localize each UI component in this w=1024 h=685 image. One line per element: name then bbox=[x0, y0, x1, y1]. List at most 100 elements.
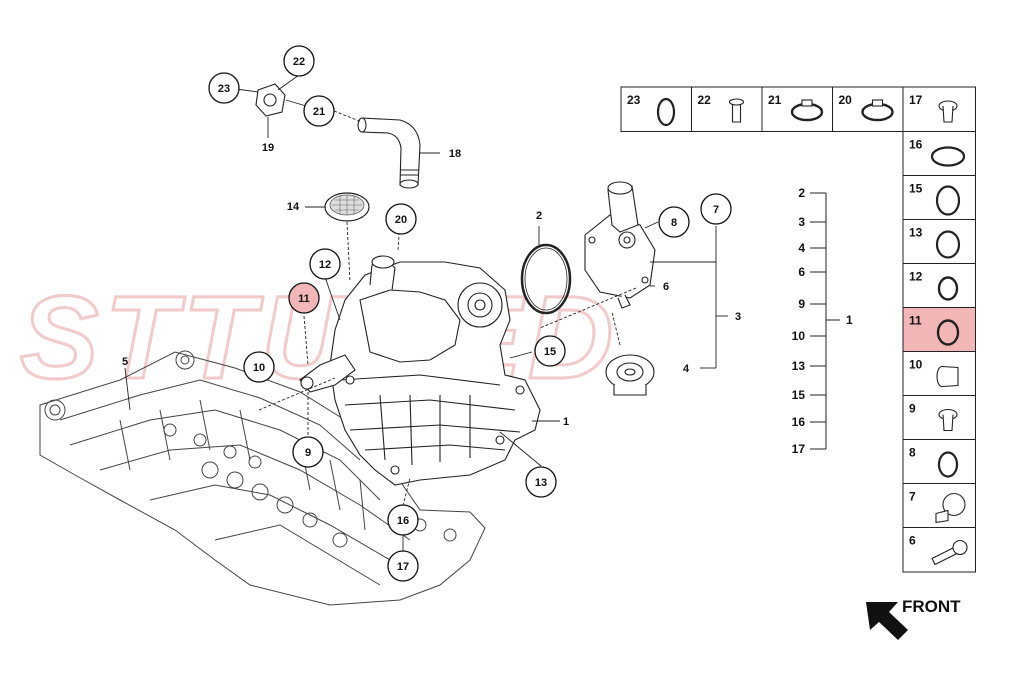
o-ring-icon bbox=[937, 276, 959, 301]
parts-cell-number: 10 bbox=[909, 358, 923, 372]
tree-row-label: 9 bbox=[798, 297, 805, 311]
callout-circle bbox=[658, 206, 690, 238]
callout-12: 12 bbox=[309, 248, 341, 280]
callout-22: 22 bbox=[283, 45, 315, 77]
parts-cell-box bbox=[902, 86, 976, 132]
pin-head-icon bbox=[728, 98, 745, 106]
callout-number: 17 bbox=[397, 561, 409, 573]
callout-number: 7 bbox=[713, 204, 719, 216]
tree-row-9: 9 bbox=[798, 297, 826, 311]
callout-number: 14 bbox=[287, 201, 300, 213]
callout-5: 5 bbox=[122, 356, 128, 368]
callout-number: 19 bbox=[262, 142, 274, 154]
o-ring-icon bbox=[656, 97, 676, 127]
tree-row-label: 17 bbox=[792, 442, 806, 456]
callout-number: 13 bbox=[535, 477, 547, 489]
clamp-tab-icon bbox=[871, 99, 884, 107]
parts-cell-21: 21 bbox=[761, 86, 835, 132]
callout-number: 4 bbox=[683, 363, 690, 375]
callout-number: 11 bbox=[298, 293, 310, 305]
callout-19: 19 bbox=[262, 142, 274, 154]
callout-number: 21 bbox=[313, 106, 325, 118]
parts-cell-number: 21 bbox=[768, 93, 782, 107]
parts-cell-number: 20 bbox=[839, 93, 853, 107]
callout-circle bbox=[208, 72, 240, 104]
callout-11: 11 bbox=[288, 282, 320, 314]
bolt-head-icon bbox=[952, 539, 968, 556]
tree-row-10: 10 bbox=[792, 329, 826, 343]
parts-cell-box bbox=[902, 175, 976, 221]
parts-cell-number: 16 bbox=[909, 138, 923, 152]
parts-cell-number: 8 bbox=[909, 446, 916, 460]
tree-row-2: 2 bbox=[798, 186, 826, 200]
callout-number: 10 bbox=[253, 362, 265, 374]
parts-cell-box bbox=[691, 86, 765, 132]
parts-cell-box bbox=[902, 219, 976, 265]
parts-cell-8: 8 bbox=[902, 439, 976, 485]
callout-circle bbox=[288, 282, 320, 314]
parts-cell-17: 17 bbox=[902, 86, 976, 132]
o-ring-icon bbox=[937, 451, 959, 478]
parts-cell-number: 9 bbox=[909, 402, 916, 416]
callout-number: 2 bbox=[536, 210, 542, 222]
parts-cell-number: 23 bbox=[627, 93, 641, 107]
parts-cell-11: 11 bbox=[902, 307, 976, 353]
callout-15: 15 bbox=[534, 335, 566, 367]
callout-number: 12 bbox=[319, 259, 331, 271]
callout-number: 15 bbox=[544, 346, 556, 358]
callout-6: 6 bbox=[663, 281, 669, 293]
callout-8: 8 bbox=[658, 206, 690, 238]
leader-lines bbox=[124, 74, 728, 552]
tree-root-label: 1 bbox=[846, 313, 853, 327]
thermostat-housing-drawing bbox=[584, 181, 656, 309]
callout-10: 10 bbox=[243, 351, 275, 383]
o-ring-icon bbox=[935, 185, 961, 216]
tree-row-3: 3 bbox=[798, 215, 826, 229]
pump-housing-drawing bbox=[299, 255, 541, 486]
callout-circle bbox=[525, 466, 557, 498]
callout-number: 23 bbox=[218, 83, 230, 95]
large-o-ring-drawing bbox=[520, 243, 572, 315]
tree-row-17: 17 bbox=[792, 442, 826, 456]
callout-14: 14 bbox=[287, 201, 300, 213]
callout-circle bbox=[309, 248, 341, 280]
tree-row-label: 10 bbox=[792, 329, 806, 343]
parts-cell-number: 15 bbox=[909, 182, 923, 196]
callout-circle bbox=[534, 335, 566, 367]
tree-row-label: 13 bbox=[792, 359, 806, 373]
tree-row-13: 13 bbox=[792, 359, 826, 373]
parts-cell-number: 7 bbox=[909, 490, 916, 504]
callout-circle bbox=[283, 45, 315, 77]
callout-circle bbox=[700, 193, 732, 225]
callout-circle bbox=[387, 550, 419, 582]
callout-2: 2 bbox=[536, 210, 542, 222]
parts-cell-23: 23 bbox=[620, 86, 694, 132]
parts-cell-15: 15 bbox=[902, 175, 976, 221]
parts-cell-number: 12 bbox=[909, 270, 923, 284]
callout-number: 18 bbox=[449, 148, 461, 160]
callout-number: 16 bbox=[397, 515, 409, 527]
tree-row-label: 3 bbox=[798, 215, 805, 229]
callout-9: 9 bbox=[292, 436, 324, 468]
parts-cell-number: 11 bbox=[909, 314, 922, 328]
front-indicator: FRONT bbox=[866, 597, 961, 640]
parts-cell-20: 20 bbox=[832, 86, 906, 132]
parts-cell-12: 12 bbox=[902, 263, 976, 309]
callout-circle bbox=[303, 95, 335, 127]
front-label: FRONT bbox=[902, 597, 961, 616]
callout-circle bbox=[387, 504, 419, 536]
parts-cell-box bbox=[902, 395, 976, 441]
callout-number: 6 bbox=[663, 281, 669, 293]
bolt-shank-icon bbox=[942, 414, 954, 432]
callout-13: 13 bbox=[525, 466, 557, 498]
thermostat-drawing bbox=[605, 354, 655, 396]
callout-circle bbox=[292, 436, 324, 468]
tree-row-label: 4 bbox=[798, 241, 805, 255]
parts-cell-7: 7 bbox=[902, 483, 976, 529]
parts-cell-13: 13 bbox=[902, 219, 976, 265]
